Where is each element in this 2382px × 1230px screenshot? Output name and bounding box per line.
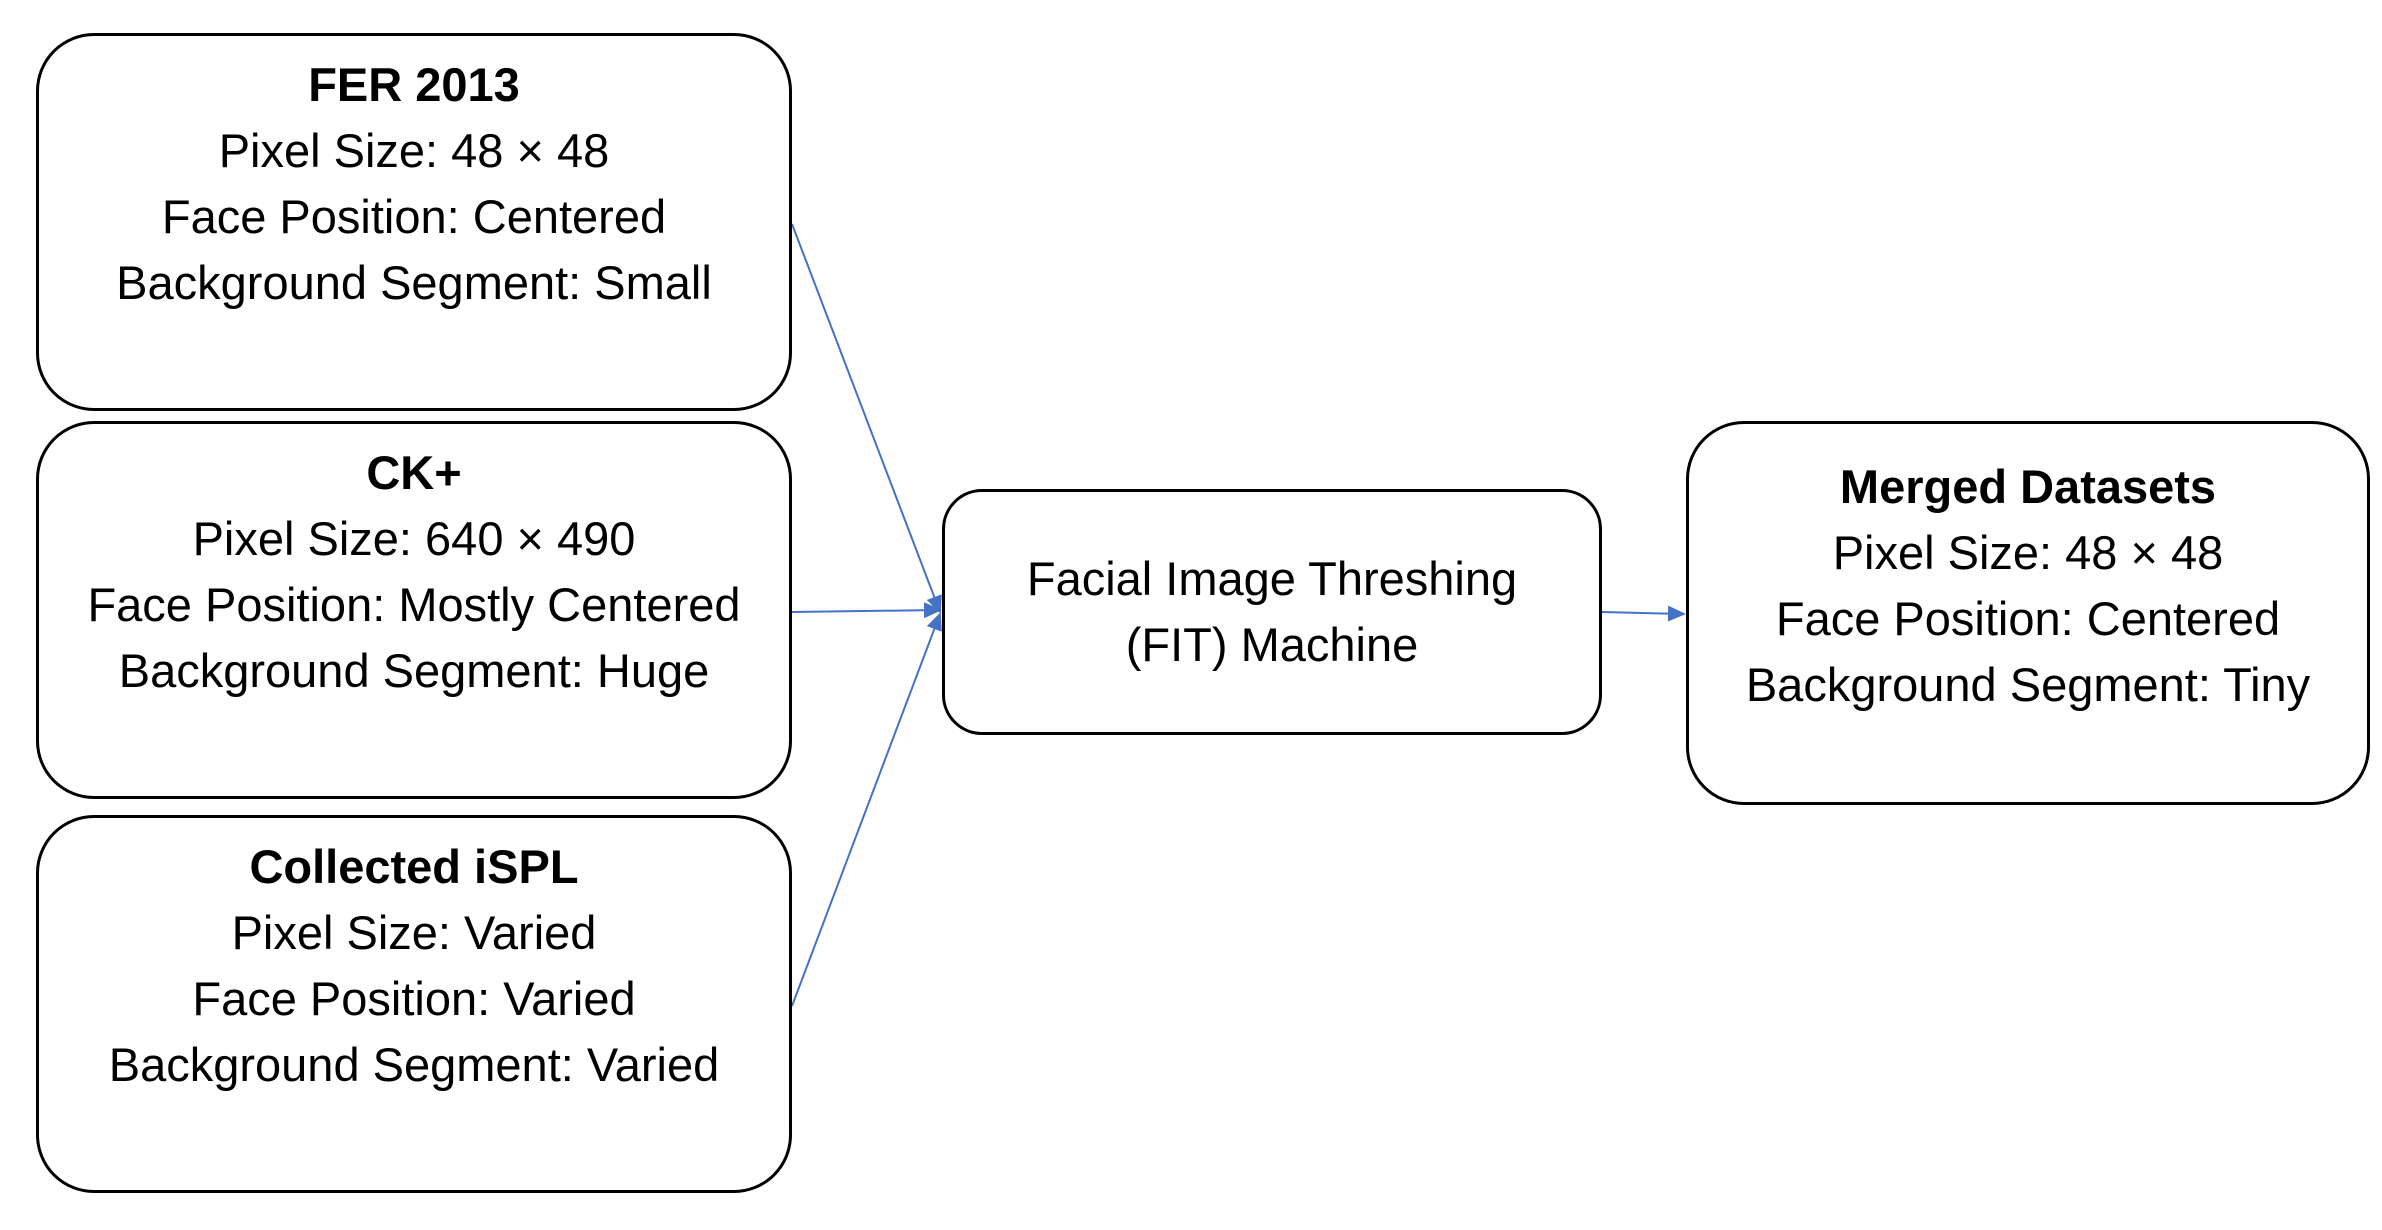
- background-segment-text: Background Segment: Tiny: [1745, 658, 2311, 711]
- source-title: CK+: [366, 446, 462, 499]
- pixel-size-text: Pixel Size: 48 × 48: [1832, 526, 2224, 579]
- arrow-fer-to-fit: [791, 223, 942, 614]
- face-position-text: Face Position: Mostly Centered: [87, 578, 741, 631]
- merged-datasets-box: Merged Datasets Pixel Size: 48 × 48 Face…: [1686, 421, 2370, 805]
- source-box-ckplus: CK+ Pixel Size: 640 × 490 Face Position:…: [36, 421, 792, 799]
- face-position-text: Face Position: Centered: [1775, 592, 2281, 645]
- background-segment-text: Background Segment: Huge: [118, 644, 710, 697]
- arrow-fit-to-merged: [1601, 605, 1686, 622]
- fit-machine-line1: Facial Image Threshing: [1026, 552, 1518, 605]
- source-title: FER 2013: [308, 58, 520, 111]
- background-segment-text: Background Segment: Small: [116, 256, 712, 309]
- merged-title: Merged Datasets: [1839, 460, 2217, 513]
- pixel-size-text: Pixel Size: 640 × 490: [192, 512, 636, 565]
- background-segment-text: Background Segment: Varied: [108, 1038, 720, 1091]
- pixel-size-text: Pixel Size: Varied: [231, 906, 597, 959]
- face-position-text: Face Position: Varied: [192, 972, 636, 1025]
- fit-machine-box: Facial Image Threshing (FIT) Machine: [942, 489, 1602, 735]
- pixel-size-text: Pixel Size: 48 × 48: [218, 124, 610, 177]
- source-box-ispl: Collected iSPL Pixel Size: Varied Face P…: [36, 815, 792, 1193]
- source-box-fer2013: FER 2013 Pixel Size: 48 × 48 Face Positi…: [36, 33, 792, 411]
- face-position-text: Face Position: Centered: [161, 190, 667, 243]
- arrow-ispl-to-fit: [791, 612, 942, 1007]
- arrow-ck-to-fit: [791, 602, 942, 619]
- source-title: Collected iSPL: [249, 840, 579, 893]
- fit-machine-line2: (FIT) Machine: [1125, 618, 1419, 671]
